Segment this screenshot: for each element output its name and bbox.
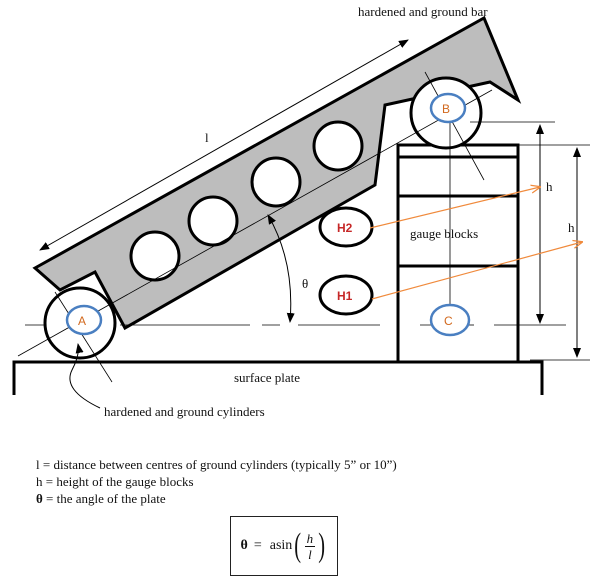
h2-label: H2 (337, 221, 353, 235)
formula-paren-close: ) (318, 527, 326, 564)
point-b: B (429, 92, 467, 124)
h1-marker (318, 274, 374, 316)
point-a-label: A (78, 314, 86, 328)
h-inner-label: h (546, 179, 553, 194)
bar-hole (312, 120, 364, 172)
bar-label: hardened and ground bar (358, 4, 488, 19)
bar-hole (129, 230, 181, 282)
length-arrow (39, 39, 409, 251)
length-label: l (205, 130, 209, 145)
gauge-blocks-label: gauge blocks (410, 226, 478, 241)
point-c-label: C (444, 314, 453, 328)
theta-arc (267, 214, 295, 323)
surface-plate-label: surface plate (234, 370, 300, 385)
definitions: l = distance between centres of ground c… (36, 456, 397, 507)
surface-plate (12, 360, 544, 395)
formula-equals: = (253, 538, 262, 553)
formula-paren-open: ( (294, 527, 302, 564)
h1-arrow (371, 242, 582, 300)
h1-label: H1 (337, 289, 353, 303)
cylinder-a-axis (54, 291, 113, 383)
cylinders-label: hardened and ground cylinders (104, 404, 265, 419)
h-outer-label: h (568, 220, 575, 235)
definition-h: h = height of the gauge blocks (36, 474, 194, 489)
formula-fraction: h l (304, 530, 316, 562)
h2-arrow (369, 187, 540, 229)
cylinder-b-axis (424, 71, 485, 181)
h-dimension-inner (470, 121, 555, 324)
point-b-label: B (442, 102, 450, 116)
h-dimension-outer (505, 144, 590, 361)
bar-hole (250, 156, 302, 208)
formula-numerator: h (304, 530, 316, 547)
definition-theta: θ = the angle of the plate (36, 491, 166, 506)
point-a: A (65, 304, 103, 336)
cylinder-leader (69, 343, 101, 409)
theta-label: θ (302, 276, 308, 291)
formula-box: θ = asin ( h l ) (230, 516, 338, 576)
formula-function: asin (269, 538, 293, 553)
definition-l: l = distance between centres of ground c… (36, 457, 397, 472)
bar-hole (187, 195, 239, 247)
point-c: C (429, 303, 471, 337)
formula-lhs: θ (240, 538, 248, 553)
formula-denominator: l (308, 546, 312, 562)
